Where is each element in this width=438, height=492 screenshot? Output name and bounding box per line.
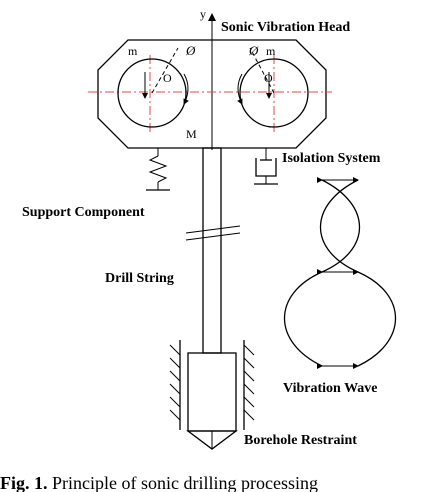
phase-right-label: Ø	[248, 43, 259, 58]
point-m-label: M	[186, 127, 197, 141]
left-rotation-arrow	[183, 73, 189, 105]
vibration-wave	[284, 177, 396, 369]
caption-text: Principle of sonic drilling processing	[48, 473, 318, 492]
support-component-label: Support Component	[22, 205, 145, 220]
break-mark-lower	[185, 232, 241, 241]
drill-string-label: Drill String	[105, 271, 174, 286]
sonic-vibration-head	[97, 39, 327, 149]
right-rotation-arrow	[237, 73, 243, 105]
caption-prefix: Fig. 1.	[0, 473, 48, 492]
spring-icon	[146, 148, 170, 191]
damper-icon	[254, 148, 278, 185]
borehole-restraint-label: Borehole Restraint	[244, 433, 357, 448]
mass-right-label: m	[266, 44, 276, 58]
phase-left-label: Ø	[185, 43, 196, 58]
right-phase-ray	[249, 47, 275, 94]
borehole-restraint	[169, 340, 255, 430]
left-eccentric-wheel	[117, 58, 187, 128]
center-left-label: O	[163, 71, 172, 85]
mass-left-label: m	[128, 44, 138, 58]
break-mark-upper	[185, 225, 241, 234]
drill-bit-body	[187, 352, 237, 432]
figure-caption: Fig. 1. Principle of sonic drilling proc…	[0, 473, 318, 492]
left-phase-ray	[151, 47, 179, 94]
isolation-system-label: Isolation System	[282, 151, 381, 166]
vibration-wave-label: Vibration Wave	[283, 381, 378, 396]
drill-string	[202, 147, 222, 354]
center-right-label: O	[264, 71, 273, 85]
sonic-head-label: Sonic Vibration Head	[221, 20, 350, 35]
right-eccentric-wheel	[239, 58, 309, 128]
y-axis-label: y	[200, 7, 206, 21]
